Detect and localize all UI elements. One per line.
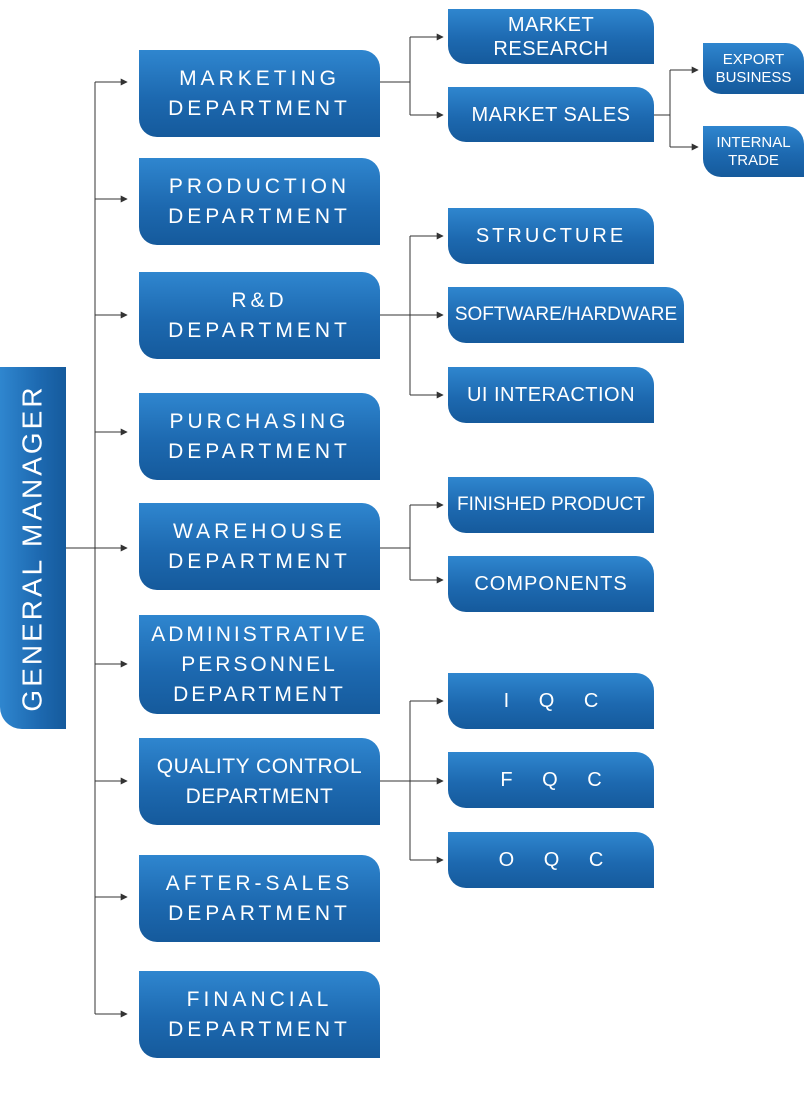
general-manager-box: GENERAL MANAGER (0, 367, 66, 729)
production-department-box: PRODUCTION DEPARTMENT (139, 158, 380, 245)
internal-trade-box: INTERNAL TRADE (703, 126, 804, 177)
components-box: COMPONENTS (448, 556, 654, 612)
software-hardware-box: SOFTWARE/HARDWARE (448, 287, 684, 343)
financial-department-box: FINANCIAL DEPARTMENT (139, 971, 380, 1058)
market-sales-box: MARKET SALES (448, 87, 654, 142)
finished-product-box: FINISHED PRODUCT (448, 477, 654, 533)
export-business-box: EXPORT BUSINESS (703, 43, 804, 94)
marketing-department-box: MARKETING DEPARTMENT (139, 50, 380, 137)
purchasing-department-box: PURCHASING DEPARTMENT (139, 393, 380, 480)
general-manager-label: GENERAL MANAGER (17, 384, 49, 712)
quality-control-department-box: QUALITY CONTROL DEPARTMENT (139, 738, 380, 825)
ui-interaction-box: UI INTERACTION (448, 367, 654, 423)
structure-box: STRUCTURE (448, 208, 654, 264)
market-research-box: MARKET RESEARCH (448, 9, 654, 64)
administrative-personnel-department-box: ADMINISTRATIVE PERSONNEL DEPARTMENT (139, 615, 380, 714)
fqc-box: F Q C (448, 752, 654, 808)
rnd-department-box: R&D DEPARTMENT (139, 272, 380, 359)
warehouse-department-box: WAREHOUSE DEPARTMENT (139, 503, 380, 590)
oqc-box: O Q C (448, 832, 654, 888)
iqc-box: I Q C (448, 673, 654, 729)
after-sales-department-box: AFTER-SALES DEPARTMENT (139, 855, 380, 942)
